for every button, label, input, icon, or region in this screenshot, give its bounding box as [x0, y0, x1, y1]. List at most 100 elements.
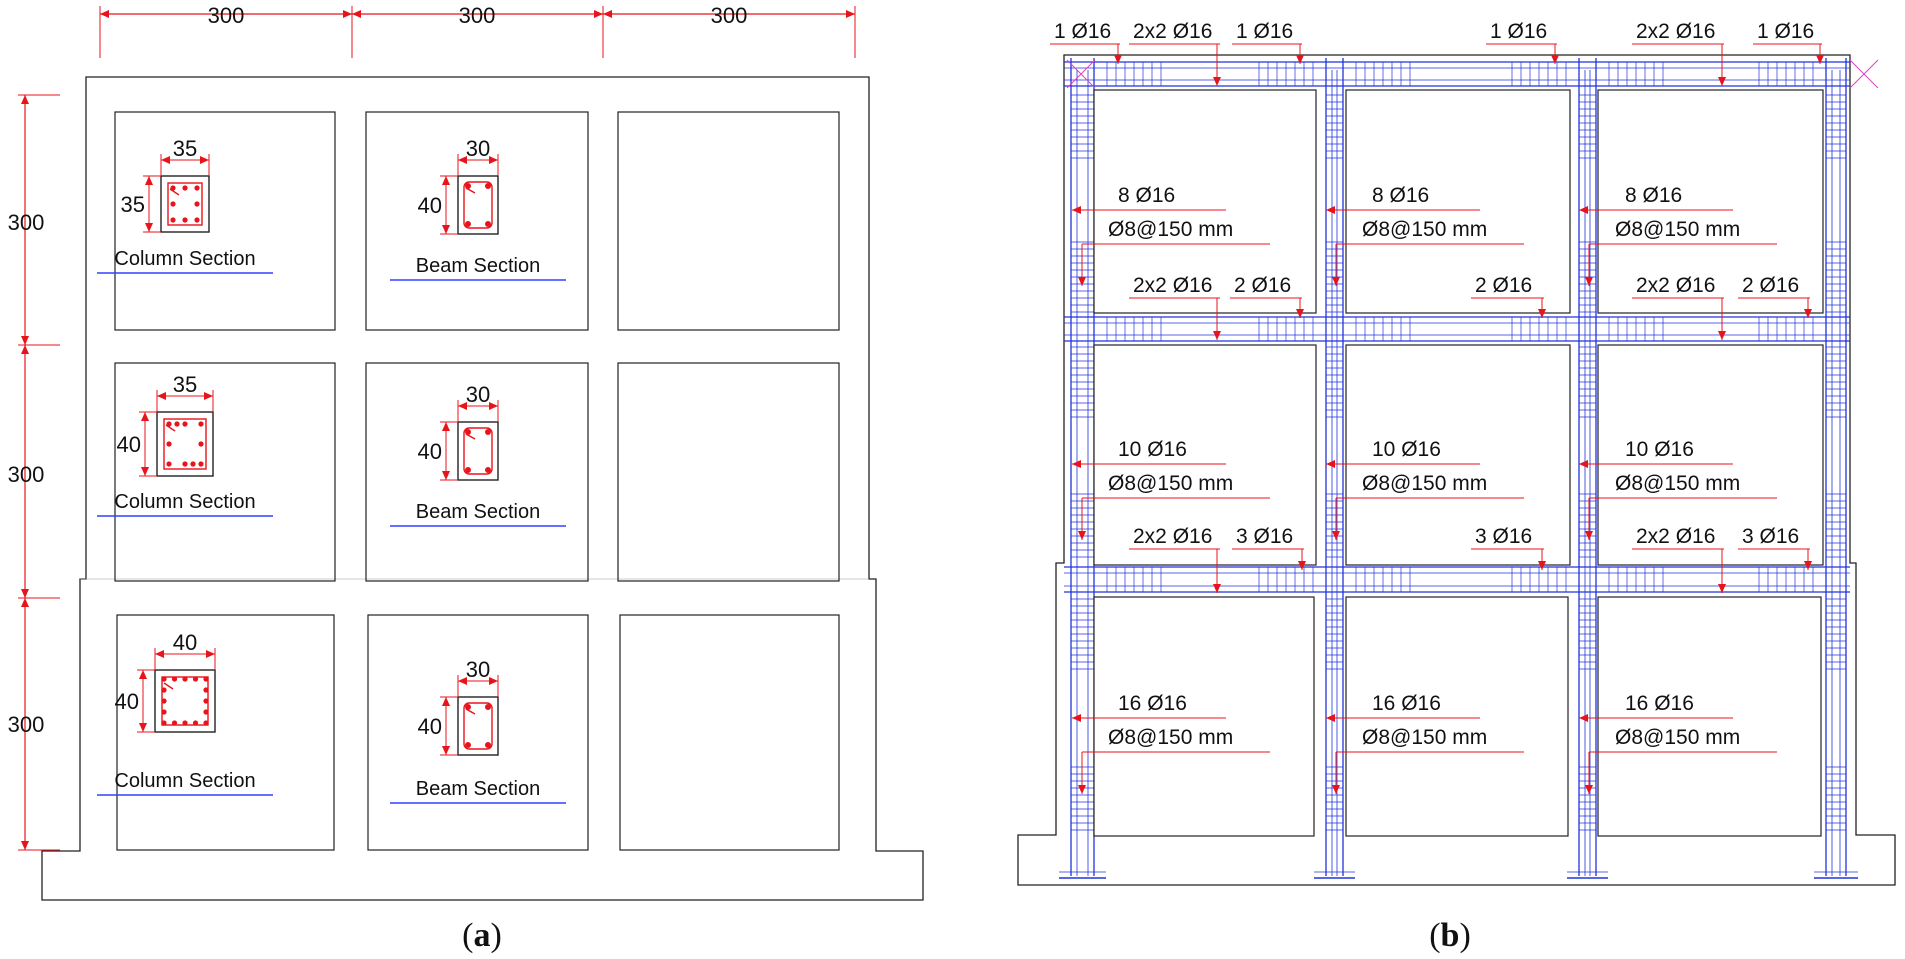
column-bar-label: 16 Ø16	[1118, 692, 1187, 715]
rebar-label: 2x2 Ø16	[1636, 20, 1715, 43]
arrow-head	[1326, 714, 1335, 722]
column-width-label: 40	[173, 630, 197, 655]
column-bar-label: 16 Ø16	[1372, 692, 1441, 715]
rebar-label: 2x2 Ø16	[1133, 525, 1212, 548]
column-rebar	[1314, 58, 1355, 879]
rebar-label: 3 Ø16	[1475, 525, 1532, 548]
stirrup-label: Ø8@150 mm	[1362, 218, 1487, 241]
rebar-dot	[182, 461, 188, 467]
arrow-head	[458, 156, 467, 164]
arrow-head	[442, 422, 450, 431]
rebar-dot	[485, 221, 491, 227]
bay-dim-label: 300	[459, 3, 496, 28]
column-bar-label: 8 Ø16	[1118, 184, 1175, 207]
column-width-label: 35	[173, 372, 197, 397]
arrow-head	[442, 746, 450, 755]
arrow-head	[1585, 785, 1593, 794]
stirrup-label: Ø8@150 mm	[1362, 726, 1487, 749]
arrow-head	[1296, 309, 1304, 318]
rebar-dot	[166, 421, 172, 427]
beam-section-title: Beam Section	[416, 778, 541, 800]
arrow-head	[1718, 584, 1726, 593]
caption-paren: )	[491, 917, 502, 954]
beam-rebar	[1064, 61, 1850, 87]
arrow-head	[1114, 55, 1122, 64]
stirrup-label: Ø8@150 mm	[1615, 726, 1740, 749]
rebar-label: 2x2 Ø16	[1636, 274, 1715, 297]
arrow-head	[145, 223, 153, 232]
beam-label: 1 Ø16	[1753, 20, 1824, 64]
arrow-head	[161, 156, 170, 164]
arrow-head	[442, 176, 450, 185]
rebar-dot	[203, 698, 209, 704]
rebar-label: 2 Ø16	[1475, 274, 1532, 297]
rebar-label: 3 Ø16	[1236, 525, 1293, 548]
rebar-dot	[198, 461, 204, 467]
rebar-label: 2x2 Ø16	[1636, 525, 1715, 548]
arrow-head	[1296, 55, 1304, 64]
arrow-head	[200, 156, 209, 164]
corner-hook	[1849, 59, 1879, 89]
beam-width-label: 30	[466, 382, 490, 407]
arrow-head	[1579, 714, 1588, 722]
rebar-dot	[170, 201, 176, 207]
arrow-head	[1332, 785, 1340, 794]
arrow-head	[21, 589, 29, 598]
beam-rebar	[1064, 316, 1850, 342]
caption-letter: a	[474, 917, 491, 954]
infill-panel	[116, 614, 335, 851]
column-section-title: Column Section	[114, 248, 255, 270]
arrow-head	[21, 336, 29, 345]
column-bar-label: 10 Ø16	[1372, 438, 1441, 461]
arrow-head	[458, 402, 467, 410]
rebar-label: 3 Ø16	[1742, 525, 1799, 548]
stirrup	[463, 181, 493, 229]
beam-label: 2 Ø16	[1230, 274, 1304, 318]
arrow-head	[594, 10, 603, 18]
arrow-head	[1538, 309, 1546, 318]
arrow-head	[204, 392, 213, 400]
rebar-dot	[465, 742, 471, 748]
rebar-dot	[198, 441, 204, 447]
rebar-dot	[170, 185, 176, 191]
stirrup	[163, 418, 207, 470]
infill-panel	[1093, 344, 1317, 566]
beam-label: 2x2 Ø16	[1632, 274, 1726, 340]
rebar-dot	[465, 429, 471, 435]
rebar-dot	[166, 461, 172, 467]
arrow-head	[1213, 77, 1221, 86]
beam-section-title: Beam Section	[416, 501, 541, 523]
arrow-head	[1072, 714, 1081, 722]
rebar-dot	[465, 183, 471, 189]
infill-panel	[365, 362, 589, 582]
beam-outline	[457, 421, 499, 481]
stirrup	[463, 427, 493, 475]
bay-dim-label: 300	[208, 3, 245, 28]
beam-height-label: 40	[418, 714, 442, 739]
rebar-dot	[465, 704, 471, 710]
rebar-dot	[485, 704, 491, 710]
arrow-head	[145, 176, 153, 185]
rebar-label: 1 Ø16	[1757, 20, 1814, 43]
rebar-dot	[203, 687, 209, 693]
arrow-head	[442, 697, 450, 706]
arrow-head	[1804, 309, 1812, 318]
beam-label: 2x2 Ø16	[1632, 525, 1726, 593]
arrow-head	[1078, 277, 1086, 286]
arrow-head	[1804, 561, 1812, 570]
arrow-head	[21, 841, 29, 850]
infill-panel	[1597, 89, 1824, 314]
column-bar-label: 10 Ø16	[1625, 438, 1694, 461]
arrow-head	[1326, 206, 1335, 214]
arrow-head	[442, 471, 450, 480]
caption-b: (b)	[1429, 917, 1471, 954]
rebar-dot	[465, 221, 471, 227]
infill-panel	[114, 111, 336, 331]
